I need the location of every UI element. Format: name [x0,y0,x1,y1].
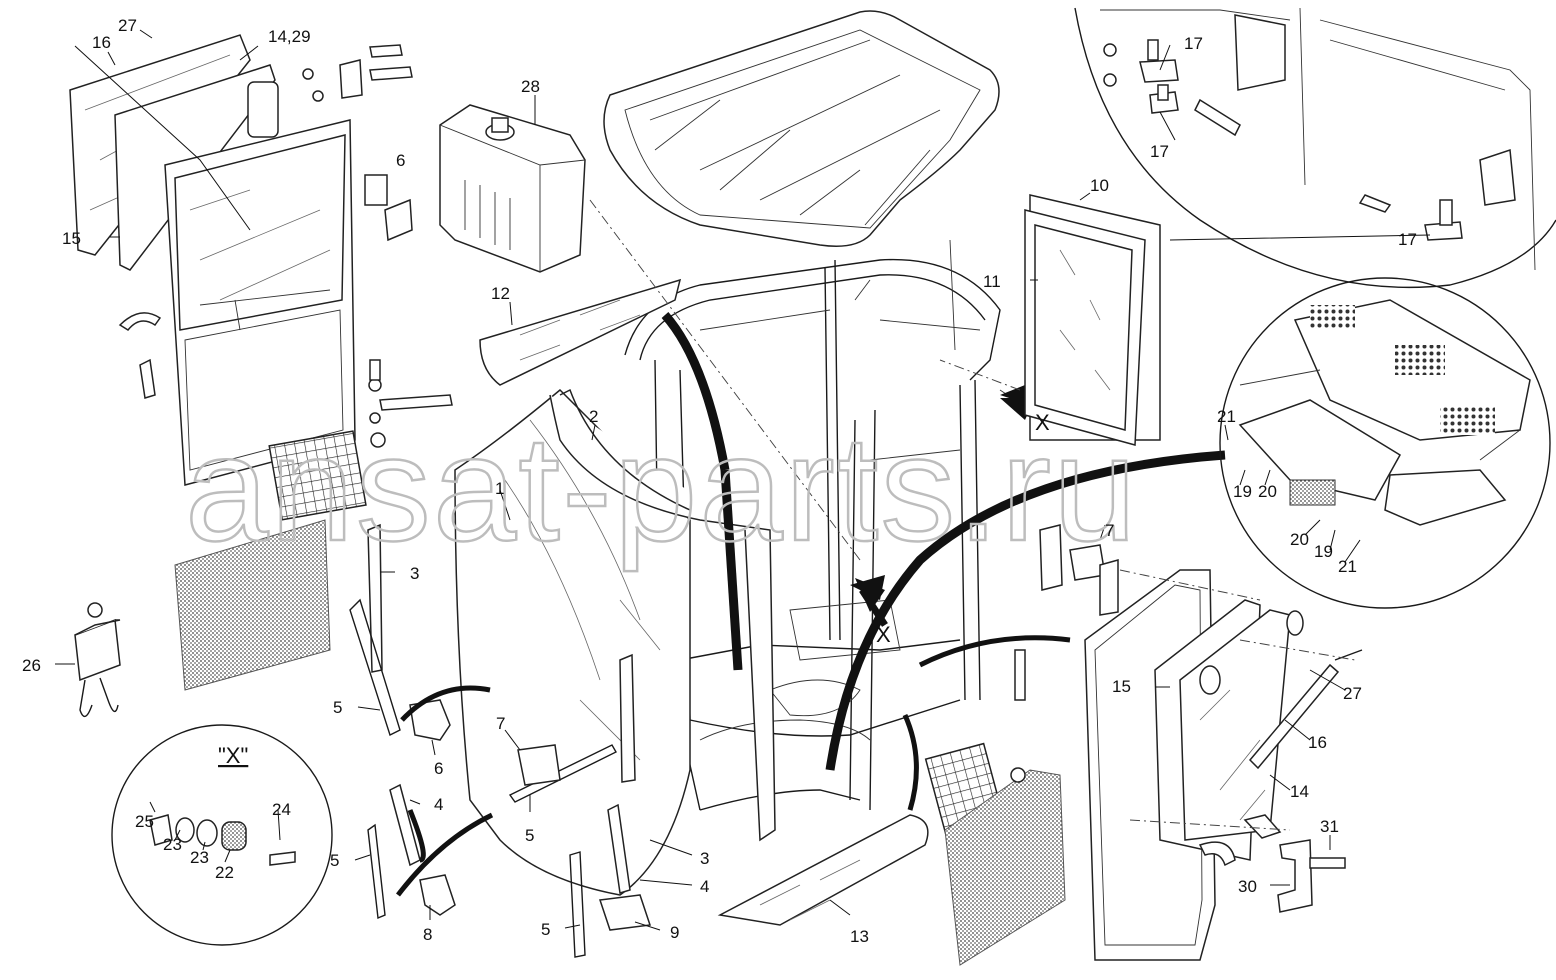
detail-x-title: "X" [218,743,248,768]
callout-23b: 23 [190,848,209,867]
bracket-30 [1277,839,1313,913]
callout-15b: 15 [1112,677,1131,696]
callout-16b: 16 [1308,733,1327,752]
right-wiper-blade [1248,663,1340,770]
callout-7a: 7 [496,714,505,733]
callout-19a: 19 [1233,482,1252,501]
detail-hinge-circle [1074,7,1556,289]
callout-20a: 20 [1258,482,1277,501]
callout-17c: 17 [1398,230,1417,249]
washer-tank [439,104,586,273]
callout-6a: 6 [396,151,405,170]
callout-labels: 27 16 14,29 15 6 28 12 2 1 3 26 5 6 7 4 … [22,16,1417,946]
leader-lines [55,29,1431,931]
bolt-31 [1309,857,1346,869]
wipers-left [349,523,652,958]
callout-12: 12 [491,284,510,303]
left-filter-mat [174,519,331,691]
callout-5b: 5 [525,826,534,845]
callout-21a: 21 [1217,407,1236,426]
callout-10: 10 [1090,176,1109,195]
callout-23a: 23 [163,835,182,854]
callout-28: 28 [521,77,540,96]
callout-5c: 5 [330,851,339,870]
left-door-assembly [69,34,356,486]
callout-7b: 7 [1105,521,1114,540]
right-door-assembly [1084,569,1304,961]
callout-13: 13 [850,927,869,946]
callout-9: 9 [670,923,679,942]
callout-5d: 5 [541,920,550,939]
callout-1: 1 [495,479,504,498]
right-rear-window [1024,194,1161,446]
callout-16a: 16 [92,33,111,52]
callout-19b: 19 [1314,542,1333,561]
callout-26: 26 [22,656,41,675]
callout-24: 24 [272,800,291,819]
callout-30: 30 [1238,877,1257,896]
callout-3a: 3 [410,564,419,583]
detail-floor-circle [1219,277,1551,609]
callout-5a: 5 [333,698,342,717]
arrow-label-x2: X [876,622,891,647]
callout-25: 25 [135,812,154,831]
lower-floor-mat [717,814,929,926]
relay-26 [74,602,121,718]
detail-x-circle [111,724,333,946]
callout-2: 2 [589,407,598,426]
arrow-label-x1: X [1035,410,1050,435]
callout-14: 14 [1290,782,1309,801]
assembly-arrows [661,239,1226,771]
upper-floor-mat [479,278,682,386]
callout-31: 31 [1320,817,1339,836]
callout-20b: 20 [1290,530,1309,549]
watermark-text: ansat-parts.ru [185,404,1138,572]
callout-3b: 3 [700,849,709,868]
callout-17a: 17 [1184,34,1203,53]
callout-8: 8 [423,925,432,944]
callout-22: 22 [215,863,234,882]
wiper-sweep-arcs [396,635,1071,897]
callout-27b: 27 [1343,684,1362,703]
callout-14-29: 14,29 [268,27,311,46]
callout-6b: 6 [434,759,443,778]
roof-panel [603,10,1000,247]
callout-4b: 4 [700,877,709,896]
fasteners [118,44,1282,867]
callout-27a: 27 [118,16,137,35]
callout-4a: 4 [434,795,443,814]
callout-15a: 15 [62,229,81,248]
callout-17b: 17 [1150,142,1169,161]
callout-21b: 21 [1338,557,1357,576]
callout-11: 11 [983,272,1001,291]
left-grill [268,430,367,521]
